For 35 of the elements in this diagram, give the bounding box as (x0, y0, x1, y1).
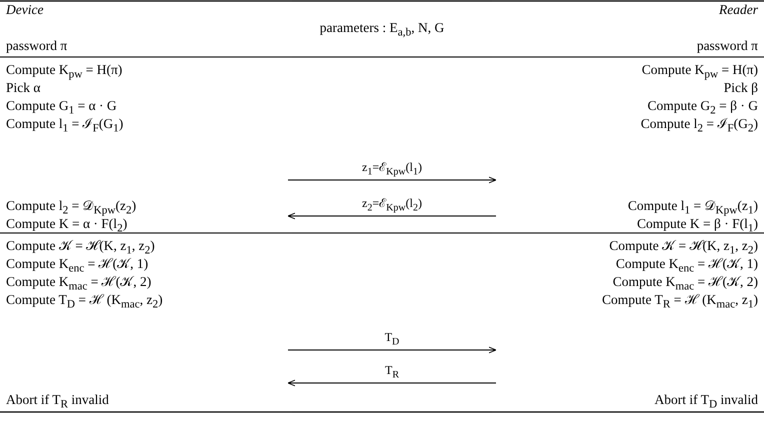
protocol-step: Compute 𝒦 = ℋ(K, z$_{1}$, z$_{2}$) (609, 238, 758, 259)
party-heading: Device (6, 2, 44, 18)
protocol-step: Compute 𝒦 = ℋ(K, z$_{1}$, z$_{2}$) (6, 238, 155, 259)
message-arrow (288, 176, 496, 184)
parameters-note: parameters : E$_{a,b}$, N, G (320, 20, 444, 41)
protocol-step: Compute K$_{mac}$ = ℋ(𝒦, 2) (6, 274, 152, 295)
message-arrow (288, 346, 496, 354)
protocol-step: Compute K$_{enc}$ = ℋ(𝒦, 1) (616, 256, 758, 277)
shared-password: password π (696, 38, 758, 54)
message-arrow (288, 212, 496, 220)
protocol-step: Abort if T$_{D}$ invalid (654, 392, 758, 413)
message-label: T$_{R}$ (385, 362, 399, 382)
message-arrow (288, 380, 496, 386)
protocol-step: Compute T$_{D}$ = ℋ (K$_{mac}$, z$_{2}$) (6, 292, 163, 313)
protocol-step: Compute K$_{mac}$ = ℋ(𝒦, 2) (612, 274, 758, 295)
protocol-step: Compute l$_{2}$ = ℐ$_{F}$(G$_{2}$) (640, 116, 758, 137)
protocol-step: Compute T$_{R}$ = ℋ (K$_{mac}$, z$_{1}$) (602, 292, 758, 313)
protocol-step: Compute K$_{enc}$ = ℋ(𝒦, 1) (6, 256, 148, 277)
protocol-step: Compute K = β · F(l$_{1}$) (637, 216, 758, 237)
party-heading: Reader (719, 2, 758, 18)
protocol-step: Compute K = α · F(l$_{2}$) (6, 216, 128, 237)
message-label: T$_{D}$ (384, 329, 400, 350)
protocol-step: Compute l$_{1}$ = ℐ$_{F}$(G$_{1}$) (6, 116, 124, 137)
protocol-step: Compute l$_{2}$ = 𝒟$_{Kpw}$(z$_{2}$) (6, 198, 136, 219)
message-label: z$_{2}$=ℰ$_{Kpw}$(l$_{2}$) (362, 195, 422, 216)
shared-password: password π (6, 38, 68, 54)
protocol-step: Abort if T$_{R}$ invalid (6, 392, 109, 413)
protocol-step: Compute K$_{pw}$ = H(π) (642, 62, 758, 83)
message-label: z$_{1}$=ℰ$_{Kpw}$(l$_{1}$) (362, 159, 422, 180)
protocol-step: Pick β (724, 80, 758, 96)
protocol-step: Compute K$_{pw}$ = H(π) (6, 62, 122, 83)
protocol-step: Compute G$_{2}$ = β · G (648, 98, 758, 119)
protocol-step: Compute l$_{1}$ = 𝒟$_{Kpw}$(z$_{1}$) (628, 198, 758, 219)
protocol-step: Compute G$_{1}$ = α · G (6, 98, 117, 119)
protocol-step: Pick α (6, 80, 40, 96)
